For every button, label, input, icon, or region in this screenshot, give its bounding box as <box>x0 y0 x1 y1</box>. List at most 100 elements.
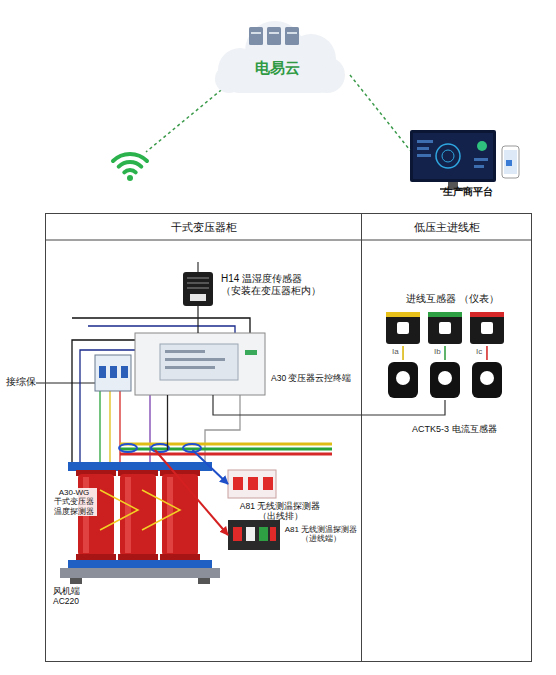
sensor-cable <box>197 262 198 272</box>
server-icon <box>249 27 263 45</box>
sensor-grill <box>187 277 209 279</box>
connector <box>444 346 446 360</box>
probe-photo <box>228 470 276 498</box>
node-label: 进线互感器 （仪表） <box>406 293 499 305</box>
server-icon <box>267 27 281 45</box>
cloud-shape <box>205 15 350 95</box>
screen-bar <box>474 165 484 168</box>
note-label: 接综保 <box>6 376 36 388</box>
coil-cap <box>118 554 158 560</box>
wire <box>88 326 235 333</box>
phase-stripe <box>386 312 420 317</box>
busbar <box>120 453 332 456</box>
phase-label: Ia <box>392 347 399 356</box>
breaker-toggle <box>110 366 117 378</box>
meter-ct <box>428 312 462 344</box>
terminal-led <box>245 350 257 355</box>
sensor-ring <box>119 444 137 452</box>
humidity-sensor <box>183 272 213 306</box>
screen-bar <box>165 350 205 353</box>
server-icon <box>285 27 299 45</box>
phase-label: Ic <box>476 347 482 356</box>
wifi-dot <box>127 175 133 181</box>
node-label: 生产商平台 <box>410 186 525 198</box>
sensor-device: H14 温湿度传感器 （安装在变压器柜内） <box>183 272 213 306</box>
server-slot <box>251 32 261 34</box>
screen-dial <box>442 150 454 162</box>
node-label: 电易云 <box>205 59 350 77</box>
current-transformer <box>430 362 460 398</box>
node-label: A30-WG 干式变压器 温度探测器 <box>51 488 97 516</box>
terminal-body <box>135 333 265 395</box>
wireless-probe <box>246 527 255 541</box>
connector <box>167 395 168 450</box>
cabinet-panel: 干式变压器柜 H14 温湿度传感器 （安装在变压器柜内） A30 变压器云控终端 A3… <box>45 213 362 662</box>
connector <box>402 346 404 360</box>
breaker-toggle <box>99 366 106 378</box>
transformer-frame <box>68 462 212 471</box>
wireless-probe <box>263 477 273 490</box>
ct-hole <box>438 371 452 385</box>
wire <box>109 391 110 462</box>
screen-dial <box>436 144 460 168</box>
terminal-screen <box>160 344 238 380</box>
connector <box>213 395 445 415</box>
wireless-probe <box>248 477 258 490</box>
node-label: A30 变压器云控终端 <box>271 373 352 383</box>
sensor-ring <box>183 444 201 452</box>
fan-label: 风机端 AC220 <box>47 586 85 606</box>
screen-bar <box>417 154 431 157</box>
wireless-probe <box>270 527 276 541</box>
circuit-breaker <box>95 355 131 391</box>
meter-ct <box>386 312 420 344</box>
server-slot <box>287 32 297 34</box>
coil-cap <box>76 554 116 560</box>
server-slot <box>269 32 279 34</box>
node-label: H14 温湿度传感器 （安装在变压器柜内） <box>221 273 346 297</box>
connector <box>155 450 228 535</box>
dotted-link <box>146 86 226 152</box>
phase-label: Ib <box>434 347 441 356</box>
meter-ct <box>470 312 504 344</box>
transformer-base <box>60 568 220 578</box>
monitor-screen <box>413 133 493 179</box>
control-terminal: A30 变压器云控终端 <box>135 333 265 395</box>
node-label: A81 无线测温探测器 （出线排） <box>230 501 330 521</box>
screen-indicator <box>477 141 487 151</box>
phase-stripe <box>428 312 462 317</box>
probe-photo <box>228 520 280 550</box>
phone-screen <box>504 150 517 174</box>
wifi-arc <box>113 154 147 161</box>
node-label: ACTK5-3 电流互感器 <box>412 424 497 435</box>
ct-hole <box>397 322 409 334</box>
header-line <box>45 240 532 241</box>
wifi-symbol <box>113 154 147 172</box>
sensor-grill <box>187 287 209 289</box>
ct-group: ACTK5-3 电流互感器 <box>384 360 506 400</box>
coil-link <box>142 490 180 530</box>
sensor-plate <box>190 294 206 301</box>
transformer-foot <box>198 578 210 584</box>
transformer-coil <box>162 474 198 556</box>
probe-device: A81 无线测温探测器 （进线端） <box>228 520 280 550</box>
sensor-ring <box>151 444 169 452</box>
coil-cap <box>160 554 200 560</box>
ct-hole <box>481 322 493 334</box>
wireless-probe <box>233 477 243 490</box>
wifi-arc <box>119 162 142 167</box>
cabinet-panel: 低压主进线柜进线互感器 （仪表）ACTK5-3 电流互感器 <box>361 213 532 662</box>
screen-bar <box>165 366 215 369</box>
current-transformer <box>472 362 502 398</box>
coil-link <box>100 490 138 530</box>
probe-device: A81 无线测温探测器 （出线排） <box>228 470 276 498</box>
wifi-arc <box>124 170 135 172</box>
wire <box>149 395 150 462</box>
ct-hole <box>396 371 410 385</box>
ct-hole <box>439 322 451 334</box>
screen-bar <box>417 147 429 150</box>
breaker-toggle <box>121 366 128 378</box>
node-label: 干式变压器柜 <box>46 214 361 241</box>
ct-hole <box>480 371 494 385</box>
